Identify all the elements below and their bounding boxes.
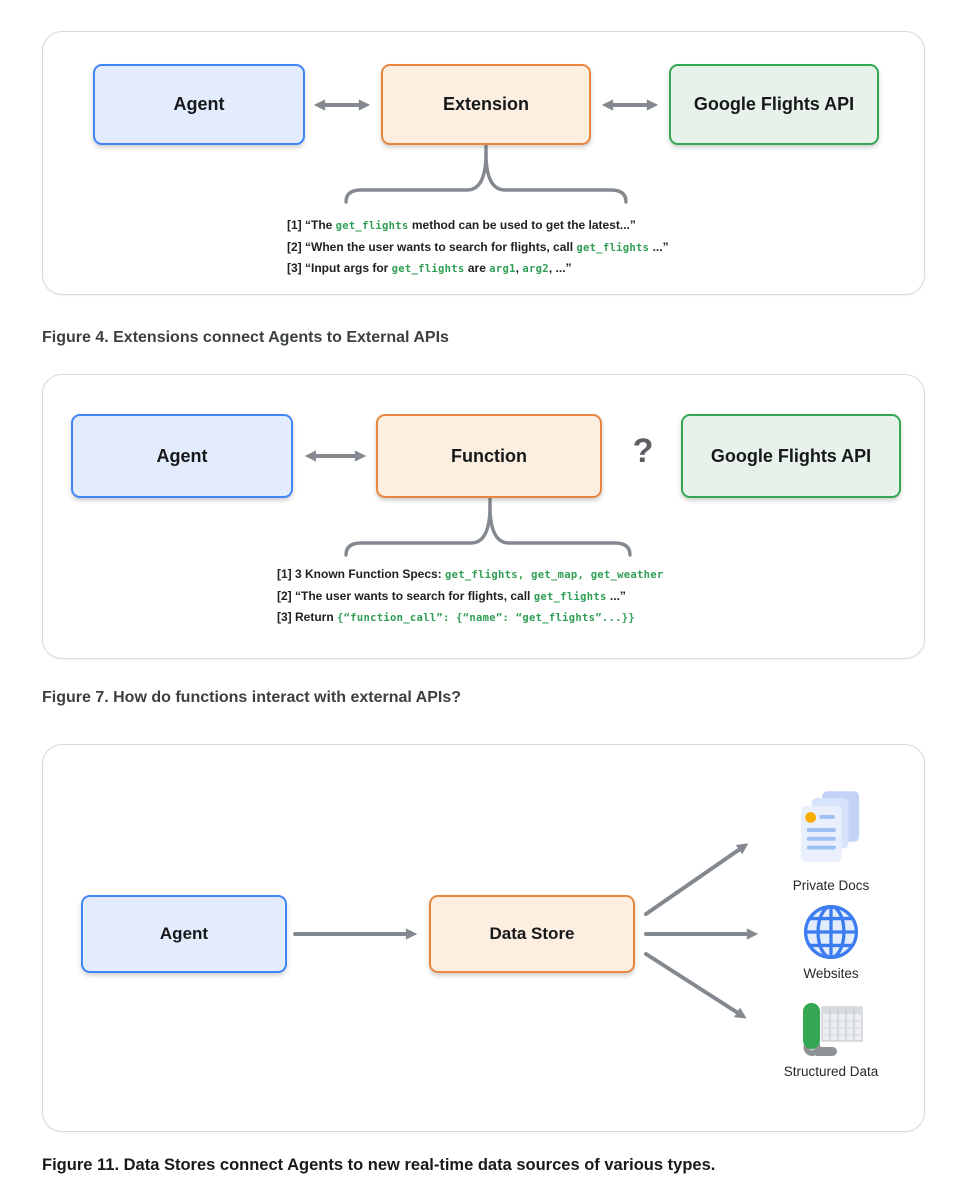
function-annotations: [1] 3 Known Function Specs: get_flights,… — [277, 564, 664, 629]
code-span: arg1 — [489, 263, 516, 275]
google-flights-api-node: Google Flights API — [669, 64, 879, 145]
brace-under-function — [344, 504, 632, 557]
agent-label: Agent — [159, 924, 209, 944]
code-span: get_flights — [576, 241, 650, 254]
google-flights-api-node: Google Flights API — [681, 414, 901, 498]
agent-label: Agent — [156, 445, 208, 466]
annotation-line: [2] “When the user wants to search for f… — [287, 239, 669, 254]
code-span: get_flights — [335, 220, 409, 232]
agent-node: Agent — [93, 64, 305, 145]
figure11-caption: Figure 11. Data Stores connect Agents to… — [42, 1156, 716, 1174]
code-span: get_flights — [533, 590, 607, 603]
code-span: arg2 — [522, 263, 549, 275]
annotation-line: [2] “The user wants to search for flight… — [277, 588, 626, 603]
target-websites: Websites — [773, 903, 889, 981]
figure4-panel: Agent Extension Google Flights API [1] “… — [42, 31, 925, 295]
agent-node: Agent — [71, 414, 293, 498]
private-docs-label: Private Docs — [792, 878, 870, 893]
datastore-node: Data Store — [429, 895, 635, 973]
structured-data-label: Structured Data — [783, 1064, 879, 1079]
brace-under-extension — [344, 151, 628, 204]
code-span: {“function_call”: {“name”: “get_flights”… — [337, 612, 635, 624]
extension-annotations: [1] “The get_flights method can be used … — [287, 215, 669, 280]
private-docs-icon — [800, 791, 860, 863]
agent-label: Agent — [173, 94, 225, 115]
annotation-line: [3] Return {“function_call”: {“name”: “g… — [277, 610, 635, 624]
annotation-line: [1] “The get_flights method can be used … — [287, 218, 636, 232]
arrow-datastore-private-docs — [644, 843, 749, 916]
code-span: get_flights, get_map, get_weather — [445, 569, 664, 581]
websites-label: Websites — [803, 966, 859, 981]
target-private-docs: Private Docs — [773, 791, 889, 893]
function-node: Function — [376, 414, 602, 498]
globe-icon — [803, 904, 859, 960]
extension-label: Extension — [442, 94, 530, 115]
api-label: Google Flights API — [693, 94, 855, 115]
figure7-caption: Figure 7. How do functions interact with… — [42, 689, 462, 706]
figure11-panel: Agent Data Store Private Docs — [42, 744, 925, 1132]
figure7-panel: Agent Function ? Google Flights API [1] … — [42, 374, 925, 659]
code-span: get_flights — [391, 263, 465, 275]
extension-node: Extension — [381, 64, 591, 145]
question-mark: ? — [632, 432, 654, 470]
api-label: Google Flights API — [710, 445, 872, 466]
figure4-caption: Figure 4. Extensions connect Agents to E… — [42, 329, 449, 346]
structured-data-icon — [803, 1003, 863, 1056]
datastore-label: Data Store — [489, 924, 575, 944]
function-label: Function — [451, 445, 527, 466]
annotation-line: [3] “Input args for get_flights are arg1… — [287, 261, 572, 275]
arrow-datastore-structured-data — [644, 952, 747, 1019]
target-structured-data: Structured Data — [767, 1001, 895, 1079]
agent-node: Agent — [81, 895, 287, 973]
annotation-line: [1] 3 Known Function Specs: get_flights,… — [277, 567, 664, 581]
